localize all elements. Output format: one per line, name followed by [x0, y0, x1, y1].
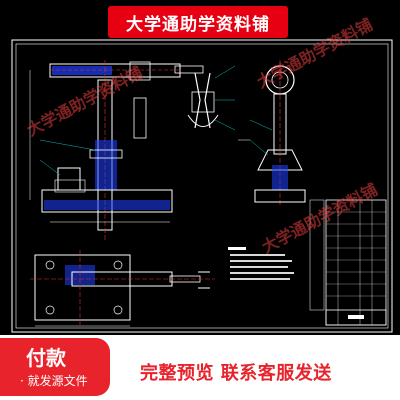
mount-hole: [113, 305, 123, 315]
machine-base: [41, 189, 173, 213]
gripper-jaw-arc: [187, 114, 219, 127]
arm-joint-block: [129, 61, 151, 81]
parts-list-table: [309, 199, 387, 326]
technical-requirements-notes: [228, 247, 294, 280]
horizontal-arm-cylinder: [49, 63, 181, 78]
payment-badge-subtitle: · 就发源文件: [20, 374, 88, 388]
shop-title: 大学通助学资料铺: [126, 14, 270, 35]
notes-line: [230, 260, 292, 262]
leader-line: [214, 65, 236, 79]
robot-arm-top-view: [30, 250, 215, 327]
lift-cylinder: [133, 97, 147, 139]
sheet-border: [11, 39, 393, 333]
notes-heading-mark: [228, 247, 246, 250]
leader-line: [249, 139, 269, 156]
mount-hole: [45, 305, 55, 315]
column-housing: [95, 140, 117, 190]
gearbox: [54, 179, 86, 193]
mount-hole: [113, 260, 123, 270]
gripper-body: [191, 91, 215, 113]
leader-line: [214, 119, 236, 131]
side-view-housing: [272, 165, 288, 190]
top-view-gripper: [198, 271, 210, 289]
notes-line: [230, 254, 285, 256]
sheet-inner-border: [15, 43, 389, 329]
mount-hole: [45, 260, 55, 270]
notes-line: [230, 266, 288, 268]
gripper-fingers: [194, 72, 211, 129]
robot-arm-side-view: [238, 60, 306, 205]
notes-line: [230, 278, 290, 280]
robot-arm-front-view: [29, 60, 236, 240]
payment-badge-title: 付款: [26, 346, 66, 370]
notes-line: [230, 272, 294, 274]
payment-badge: [0, 338, 110, 396]
leader-line: [39, 159, 61, 176]
revision-strip: [309, 199, 325, 311]
cad-drawing-svg: [11, 39, 393, 333]
column-collar: [89, 149, 123, 159]
top-view-base: [34, 254, 131, 321]
promo-slogan: 完整预览 联系客服发送: [140, 363, 332, 384]
title-block-text-mark: [348, 315, 364, 319]
leader-line: [39, 139, 96, 151]
arm-piston: [52, 66, 112, 75]
title-block: [325, 309, 387, 326]
leader-line: [249, 119, 273, 131]
base-plate: [44, 200, 170, 210]
side-view-base: [254, 189, 306, 203]
cad-drawing-sheet: [0, 0, 400, 335]
drive-motor: [57, 167, 81, 191]
shop-title-banner: 大学通助学资料铺: [108, 6, 288, 38]
wrist-rod: [174, 65, 204, 74]
